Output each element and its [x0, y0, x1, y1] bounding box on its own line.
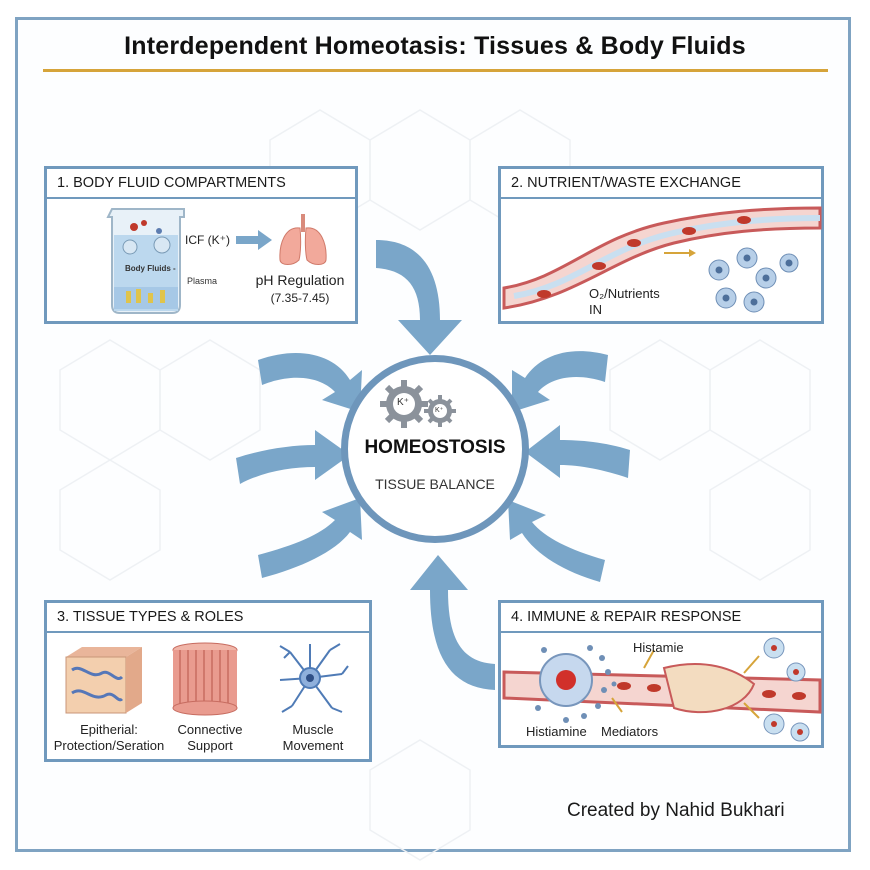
arrow-bottom — [410, 555, 495, 690]
icf-label: ICF (K⁺) — [185, 233, 230, 247]
arrow-mid-right — [525, 425, 630, 478]
beaker-label: Body Fluids - — [125, 264, 176, 273]
title-underline — [43, 69, 828, 72]
neuron-icon — [279, 643, 349, 713]
credit-text: Created by Nahid Bukhari — [567, 800, 785, 821]
connective-label-1: Connective — [177, 722, 243, 737]
gears-icon — [380, 380, 456, 428]
arrow-lower-right — [508, 500, 605, 582]
epithelial-label-2: Protection/Seration — [53, 738, 165, 753]
page-title: Interdependent Homeotasis: Tissues & Bod… — [124, 32, 746, 60]
lungs-icon — [279, 214, 327, 265]
arrow-upper-left — [258, 352, 362, 412]
arrow-mid-left — [236, 430, 350, 484]
histamie-label: Histamie — [633, 640, 684, 655]
panel1-heading: 1. BODY FLUID COMPARTMENTS — [47, 169, 355, 199]
ph-regulation-label: pH Regulation — [255, 272, 345, 288]
connective-label-2: Support — [187, 738, 233, 753]
epithelial-tissue-icon — [65, 647, 142, 714]
hub-subtitle: TISSUE BALANCE — [375, 476, 495, 492]
blood-vessel-icon — [502, 206, 822, 313]
gear-label-1: K⁺ — [397, 397, 409, 408]
homeostasis-hub — [341, 355, 529, 543]
plasma-label: Plasma — [187, 276, 218, 286]
histiamine-label: Histiamine — [526, 724, 587, 739]
mediators-label: Mediators — [601, 724, 659, 739]
beaker-icon — [106, 208, 185, 314]
arrow-lower-left — [258, 498, 362, 578]
panel4-heading: 4. IMMUNE & REPAIR RESPONSE — [501, 603, 821, 633]
epithelial-label-1: Epitherial: — [80, 722, 138, 737]
panel-nutrient-waste-exchange: 2. NUTRIENT/WASTE EXCHANGE — [498, 166, 824, 324]
muscle-label-2: Movement — [282, 738, 344, 753]
arrow-upper-right — [512, 351, 608, 412]
immune-vessel-icon — [502, 637, 822, 742]
gear-label-2: K⁺ — [435, 407, 444, 414]
connective-tissue-icon — [172, 642, 238, 716]
panel2-heading: 2. NUTRIENT/WASTE EXCHANGE — [501, 169, 821, 199]
arrow-right-icon — [236, 230, 272, 250]
panel3-heading: 3. TISSUE TYPES & ROLES — [47, 603, 369, 633]
ph-range-label: (7.35-7.45) — [270, 291, 330, 305]
muscle-label-1: Muscle — [292, 722, 334, 737]
hub-title: HOMEOSTOSIS — [364, 437, 506, 458]
nutrients-in-label: IN — [589, 302, 602, 317]
nutrients-label: O₂/Nutrients — [589, 286, 660, 301]
arrow-top — [376, 240, 462, 355]
